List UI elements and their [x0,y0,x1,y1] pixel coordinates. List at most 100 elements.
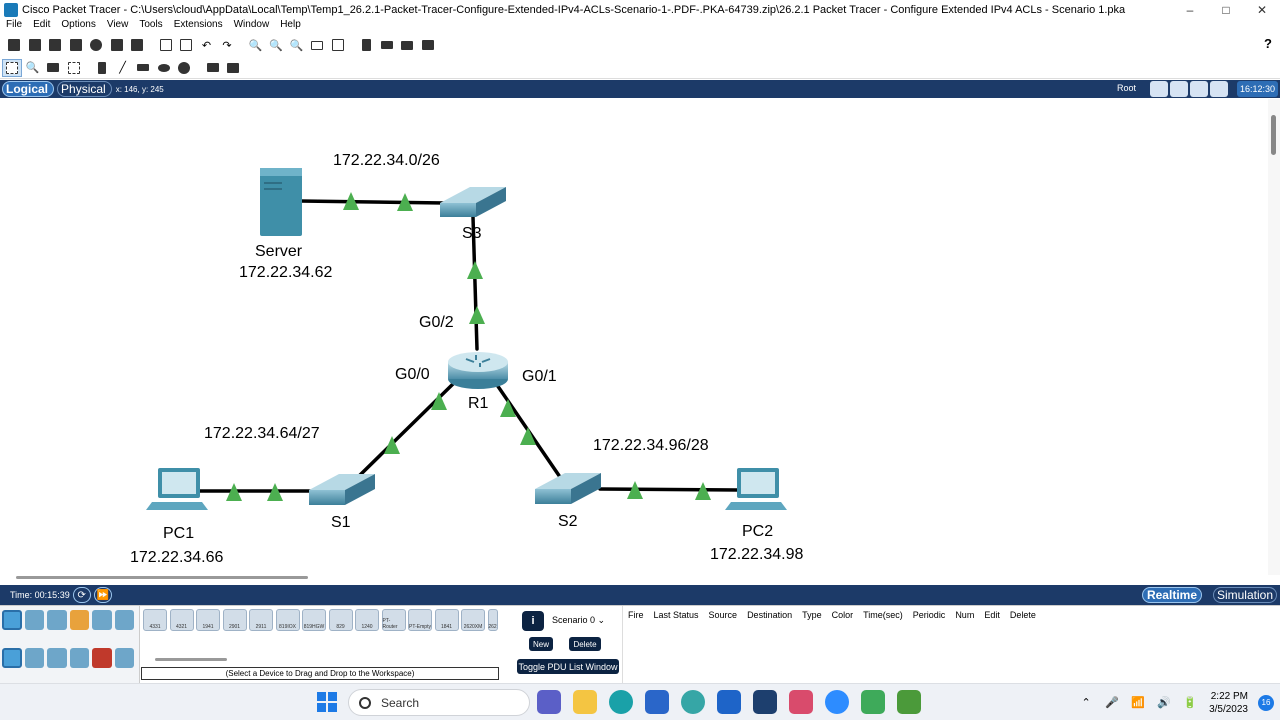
switches-icon[interactable] [24,648,45,668]
vertical-scrollbar[interactable] [1268,99,1280,575]
new-file-icon[interactable] [4,36,24,54]
add-simple-pdu-icon[interactable] [203,59,223,77]
menu-extensions[interactable]: Extensions [173,19,223,30]
horizontal-scrollbar[interactable] [0,575,1268,585]
resize-shape-icon[interactable] [64,59,84,77]
windows-start-icon[interactable] [317,692,337,712]
device-model-1941[interactable]: 1941 [196,609,220,631]
zoom-in-icon[interactable]: 🔍 [248,39,263,52]
components-icon[interactable] [47,610,67,630]
menu-file[interactable]: File [6,19,23,30]
info-icon[interactable] [86,36,106,54]
zoom-out-icon[interactable]: 🔍 [289,39,304,52]
volume-icon[interactable]: 🔊 [1157,696,1171,709]
server-device[interactable] [260,168,302,236]
back-icon[interactable] [1150,81,1168,97]
hubs-icon[interactable] [47,648,67,668]
print-icon[interactable] [66,36,86,54]
routers-icon[interactable] [2,648,22,668]
menu-edit[interactable]: Edit [33,19,51,30]
custom-devices-icon[interactable] [328,36,348,54]
drive-icon[interactable] [861,690,885,714]
network-devices-icon[interactable] [2,610,22,630]
device-model-pt-router[interactable]: PT-Router [381,609,406,631]
place-note-icon[interactable] [92,59,112,77]
edge-icon[interactable] [609,690,633,714]
device-model-819iox[interactable]: 819IOX [275,609,300,631]
image-icon[interactable] [418,36,438,54]
security-icon[interactable] [92,648,112,668]
device-model-819hgw[interactable]: 819HGW [302,609,326,631]
chevron-up-icon[interactable]: ⌃ [1081,696,1091,709]
snipping-tool-icon[interactable] [789,690,813,714]
draw-line-icon[interactable]: ╱ [119,62,126,74]
wireless-devices-icon[interactable] [69,648,90,668]
realtime-mode-button[interactable]: Realtime [1141,587,1202,603]
fast-forward-icon[interactable]: ⏩ [93,587,112,603]
redo-icon[interactable]: ↷ [222,39,232,52]
zoom-icon[interactable] [825,690,849,714]
activity-wizard-icon[interactable] [107,36,127,54]
select-tool-icon[interactable] [2,58,22,77]
device-model-4321[interactable]: 4321 [169,609,194,631]
menu-window[interactable]: Window [233,19,270,30]
scenario-select[interactable]: Scenario 0 ⌄ [552,615,605,626]
teams-icon[interactable] [537,690,561,714]
tab-physical[interactable]: Physical [57,81,112,97]
inspect-tool-icon[interactable]: 🔍 [25,62,40,74]
pc1-device[interactable] [146,468,208,510]
powerautomate-icon[interactable] [717,690,741,714]
paste-icon[interactable] [176,36,196,54]
menu-view[interactable]: View [106,19,129,30]
zoom-reset-icon[interactable]: 🔍 [269,39,283,52]
copy-icon[interactable] [156,36,176,54]
device-model-2901[interactable]: 2901 [222,609,247,631]
switch-s1[interactable] [309,474,375,505]
device-model-pt-empty[interactable]: PT-Empty [408,609,432,631]
move-icon[interactable] [1190,81,1208,97]
switch-s3[interactable] [440,187,506,217]
link-server-s3[interactable] [298,199,447,205]
save-icon[interactable] [45,36,65,54]
power-cycle-icon[interactable]: ⟳ [72,587,91,603]
router-r1[interactable] [448,352,508,389]
view-command-log-icon[interactable] [356,36,376,54]
tab-logical[interactable]: Logical [2,81,55,97]
draw-rectangle-icon[interactable] [133,59,153,77]
draw-ellipse-icon[interactable] [154,59,174,77]
battery-icon[interactable]: 🔋 [1183,696,1197,709]
network-info-icon[interactable] [127,36,147,54]
app-icon[interactable] [753,690,777,714]
notification-badge[interactable]: 16 [1258,694,1274,711]
link-s2-pc2[interactable] [598,487,740,492]
toggle-pdu-list-button[interactable]: Toggle PDU List Window [517,659,619,674]
device-model-1240[interactable]: 1240 [355,609,379,631]
switch-s2[interactable] [535,473,601,504]
link-s3-r1[interactable] [471,215,479,351]
microphone-icon[interactable]: 🎤 [1105,696,1119,709]
undo-icon[interactable]: ↶ [201,39,212,52]
connections-icon[interactable] [69,610,90,630]
device-model-262[interactable]: 262 [487,609,498,631]
device-model-2620xm[interactable]: 2620XM [461,609,485,631]
device-model-829[interactable]: 829 [328,609,353,631]
drawing-palette-icon[interactable] [307,36,327,54]
open-folder-icon[interactable] [25,36,45,54]
taskbar-datetime[interactable]: 2:22 PM 3/5/2023 [1209,690,1248,716]
close-button[interactable]: ✕ [1256,2,1268,17]
maximize-button[interactable]: □ [1222,2,1230,17]
wan-emulation-icon[interactable] [114,648,135,668]
cloud-icon[interactable] [1170,81,1188,97]
wifi-icon[interactable]: 📶 [1131,696,1145,709]
add-complex-pdu-icon[interactable] [223,59,243,77]
menu-help[interactable]: Help [280,19,301,30]
miscellaneous-icon[interactable] [92,610,112,630]
pc2-device[interactable] [725,468,787,510]
pdu-list-icon[interactable] [397,36,417,54]
info-icon[interactable]: i [522,611,544,631]
menu-tools[interactable]: Tools [139,19,163,30]
device-model-2911[interactable]: 2911 [249,609,273,631]
help-icon[interactable]: ? [1264,36,1272,51]
background-image-icon[interactable] [1210,81,1228,97]
device-list-scrollbar[interactable] [155,658,227,661]
